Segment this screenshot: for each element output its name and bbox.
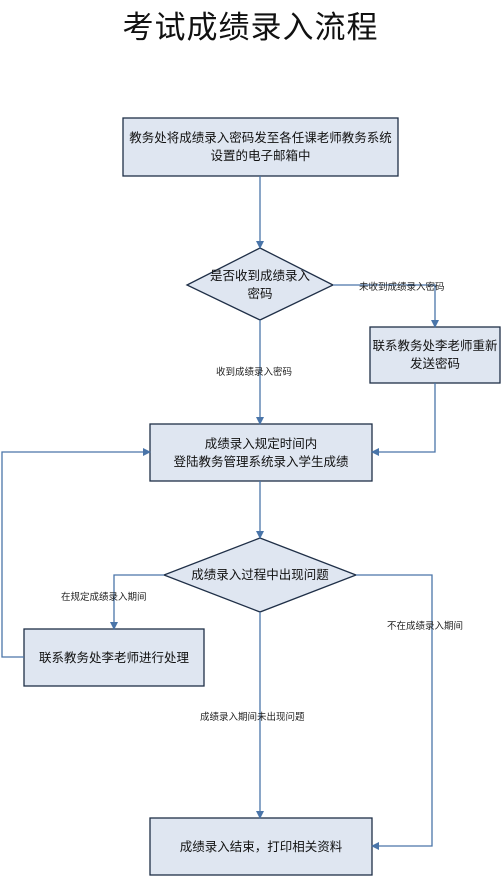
login-enter-text: 成绩录入规定时间内 登陆教务管理系统录入学生成绩 [152,426,370,479]
edge-label-not-received: 未收到成绩录入密码 [359,282,445,293]
login-enter-line-2: 登陆教务管理系统录入学生成绩 [173,453,349,469]
edge-within-period [110,574,164,630]
edge-handle-to-login [1,448,151,658]
send-password-text: 教务处将成绩录入密码发至各任课老师教务系统设置的电子邮箱中 [129,130,392,163]
edge-not-in-period [356,574,433,850]
finish-print-text: 成绩录入结束，打印相关资料 [179,838,343,854]
edge-label-within-period: 在规定成绩录入期间 [61,592,147,603]
edge-resend-to-login [371,383,436,456]
problem-decision-text: 成绩录入过程中出现问题 [191,567,329,582]
edge-label-not-in-period: 不在成绩录入期间 [387,621,464,632]
edge-label-received: 收到成绩录入密码 [216,367,293,378]
received-decision-text: 是否收到成绩录入密码 [209,268,310,301]
page-title: 考试成绩录入流程 [122,10,379,46]
edge-label-no-problem: 成绩录入期间未出现问题 [200,712,305,723]
send-password-box [122,117,399,177]
contact-resend-text: 联系教务处李老师重新发送密码 [372,338,498,371]
login-enter-line-1: 成绩录入规定时间内 [204,435,318,451]
contact-handle-text: 联系教务处李老师进行处理 [38,649,189,665]
edge-not-received [333,284,439,328]
